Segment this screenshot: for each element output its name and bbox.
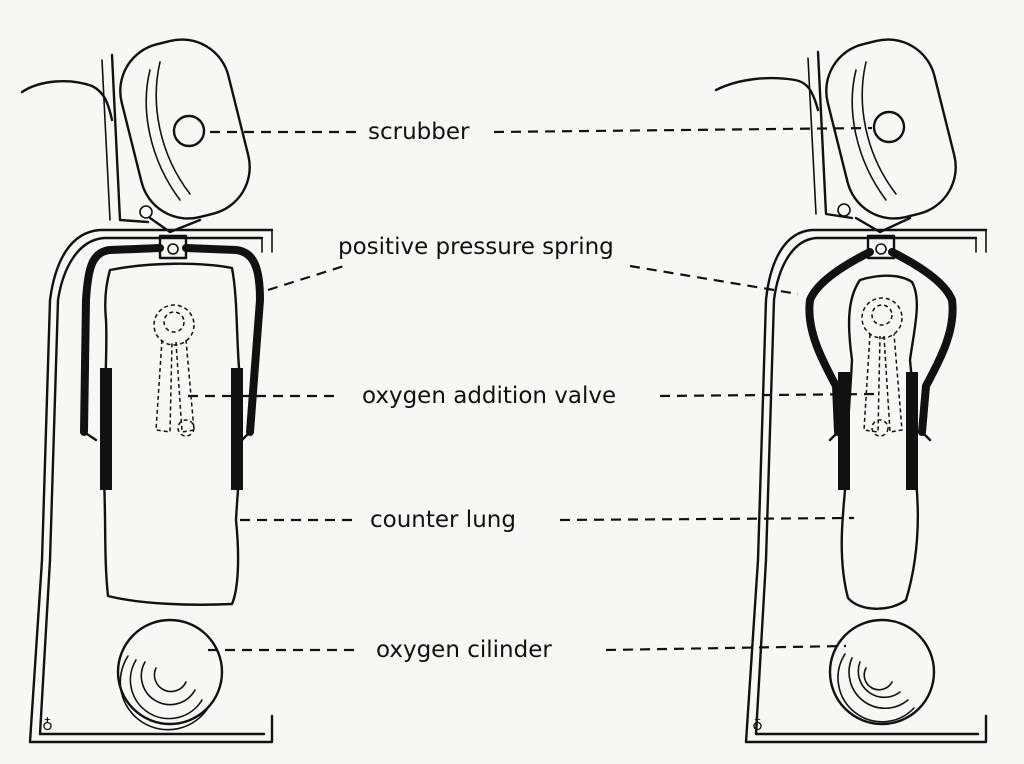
left-counter-lung: [102, 262, 243, 606]
right-unit: ♁: [714, 38, 988, 744]
right-pressure-spring: [805, 234, 957, 442]
left-unit: ♁: [20, 38, 274, 744]
leader-cylinder-right: [605, 644, 847, 652]
label-positive-pressure-spring: positive pressure spring: [338, 234, 614, 260]
right-breathing-hose: [714, 76, 820, 112]
leader-lines: [188, 126, 879, 652]
left-oxygen-valve: [153, 304, 195, 437]
left-scrubber: [101, 38, 251, 234]
right-plate-a: [838, 372, 850, 490]
right-plate-b: [906, 372, 918, 490]
left-breathing-hose: [20, 80, 114, 122]
right-oxygen-valve: [861, 297, 903, 437]
left-frame: ♁: [28, 228, 274, 744]
left-manufacturer-mark: ♁: [42, 716, 53, 734]
leader-scrubber-right: [493, 126, 873, 134]
label-oxygen-addition-valve: oxygen addition valve: [362, 383, 617, 409]
left-pressure-spring: [80, 234, 264, 442]
leader-spring-left: [267, 264, 345, 292]
right-scrubber: [807, 38, 957, 234]
left-plate-b: [231, 368, 243, 490]
leader-valve-right: [659, 392, 879, 398]
left-oxygen-cylinder: [116, 618, 224, 731]
left-plate-a: [100, 368, 112, 490]
leader-lung-right: [559, 516, 855, 522]
leader-spring-right: [629, 264, 799, 296]
label-oxygen-cylinder: oxygen cilinder: [376, 637, 552, 663]
label-scrubber: scrubber: [368, 119, 470, 145]
right-oxygen-cylinder: [828, 618, 936, 726]
right-manufacturer-mark: ♁: [752, 716, 763, 734]
right-frame: ♁: [744, 228, 988, 744]
label-counter-lung: counter lung: [370, 507, 516, 533]
